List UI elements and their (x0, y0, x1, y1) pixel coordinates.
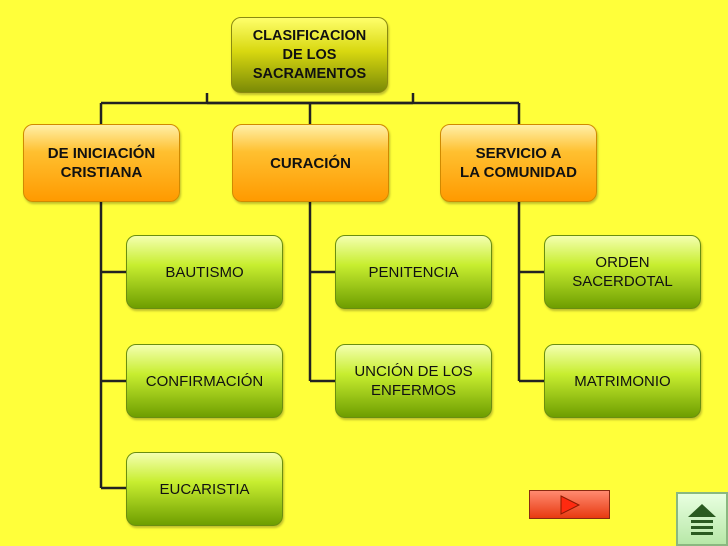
sacrament-label: BAUTISMO (165, 263, 244, 281)
next-slide-button[interactable] (529, 490, 610, 519)
category-label: CURACIÓN (270, 154, 351, 172)
category-node-iniciacion: DE INICIACIÓN CRISTIANA (23, 124, 180, 202)
sacrament-node-bautismo: BAUTISMO (126, 235, 283, 309)
root-node-label: CLASIFICACION DE LOS SACRAMENTOS (252, 27, 367, 82)
sacrament-label: UNCIÓN DE LOS ENFERMOS (354, 363, 473, 399)
category-label: SERVICIO A LA COMUNIDAD (460, 145, 577, 181)
category-node-curacion: CURACIÓN (232, 124, 389, 202)
sacrament-node-penitencia: PENITENCIA (335, 235, 492, 309)
sacrament-label: ORDEN SACERDOTAL (572, 254, 673, 290)
category-node-servicio: SERVICIO A LA COMUNIDAD (440, 124, 597, 202)
home-button[interactable] (676, 492, 728, 546)
root-node-clasificacion: CLASIFICACION DE LOS SACRAMENTOS (231, 17, 388, 93)
sacrament-node-eucaristia: EUCARISTIA (126, 452, 283, 526)
sacrament-label: EUCARISTIA (159, 480, 250, 498)
home-icon (688, 504, 716, 535)
sacrament-node-uncion: UNCIÓN DE LOS ENFERMOS (335, 344, 492, 418)
sacrament-node-orden: ORDEN SACERDOTAL (544, 235, 701, 309)
sacrament-node-confirmacion: CONFIRMACIÓN (126, 344, 283, 418)
next-arrow-icon (560, 494, 580, 515)
category-label: DE INICIACIÓN CRISTIANA (47, 145, 156, 181)
sacrament-node-matrimonio: MATRIMONIO (544, 344, 701, 418)
sacrament-label: MATRIMONIO (574, 372, 671, 390)
sacrament-label: PENITENCIA (368, 263, 459, 281)
sacrament-label: CONFIRMACIÓN (145, 372, 264, 390)
